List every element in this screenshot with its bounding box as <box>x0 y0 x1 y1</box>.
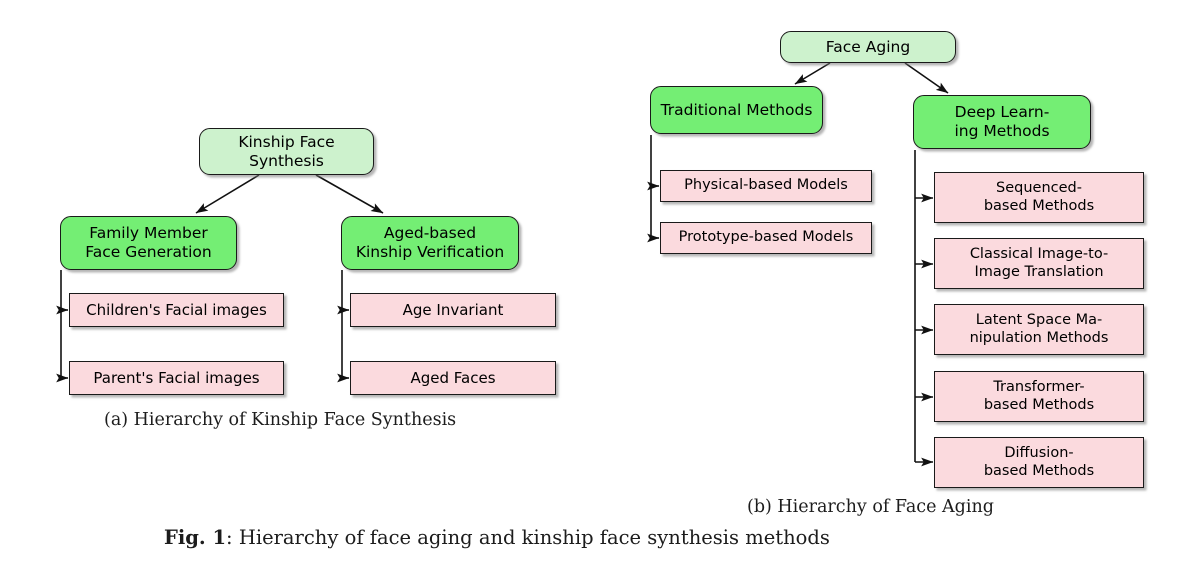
node-family-member-face-generation[interactable]: Family Member Face Generation <box>60 216 237 270</box>
node-deep-learning-methods[interactable]: Deep Learn- ing Methods <box>913 95 1091 149</box>
edge-b-deep-bus <box>914 150 934 467</box>
edge-b-root-to-traditional <box>794 62 831 85</box>
node-age-invariant[interactable]: Age Invariant <box>350 293 556 327</box>
figure-caption-text: Hierarchy of face aging and kinship face… <box>238 526 830 549</box>
node-classical-image-to-image-translation[interactable]: Classical Image-to- Image Translation <box>934 238 1144 289</box>
caption-panel-b: (b) Hierarchy of Face Aging <box>747 497 994 517</box>
node-diffusion-based-methods[interactable]: Diffusion- based Methods <box>934 437 1144 488</box>
node-traditional-methods[interactable]: Traditional Methods <box>650 86 823 134</box>
node-transformer-based-methods[interactable]: Transformer- based Methods <box>934 371 1144 422</box>
figure-caption: Fig. 1: Hierarchy of face aging and kins… <box>164 526 830 549</box>
node-sequenced-based-methods[interactable]: Sequenced- based Methods <box>934 172 1144 223</box>
caption-panel-a: (a) Hierarchy of Kinship Face Synthesis <box>104 410 457 430</box>
edge-a-family-bus <box>56 270 69 383</box>
figure-label: Fig. 1 <box>164 526 227 549</box>
node-kinship-face-synthesis[interactable]: Kinship Face Synthesis <box>199 128 374 175</box>
edge-a-root-to-aged <box>315 174 384 214</box>
node-parents-facial-images[interactable]: Parent's Facial images <box>69 361 284 395</box>
node-childrens-facial-images[interactable]: Children's Facial images <box>69 293 284 327</box>
edge-a-root-to-family <box>195 174 260 214</box>
node-latent-space-manipulation-methods[interactable]: Latent Space Ma- nipulation Methods <box>934 304 1144 355</box>
node-prototype-based-models[interactable]: Prototype-based Models <box>660 222 872 254</box>
edge-b-traditional-bus <box>647 135 660 243</box>
figure-separator: : <box>226 526 239 549</box>
node-face-aging[interactable]: Face Aging <box>780 31 956 63</box>
edge-b-root-to-deep <box>904 62 949 94</box>
node-physical-based-models[interactable]: Physical-based Models <box>660 170 872 202</box>
node-aged-faces[interactable]: Aged Faces <box>350 361 556 395</box>
edge-a-aged-bus <box>337 270 350 383</box>
node-aged-based-kinship-verification[interactable]: Aged-based Kinship Verification <box>341 216 519 270</box>
